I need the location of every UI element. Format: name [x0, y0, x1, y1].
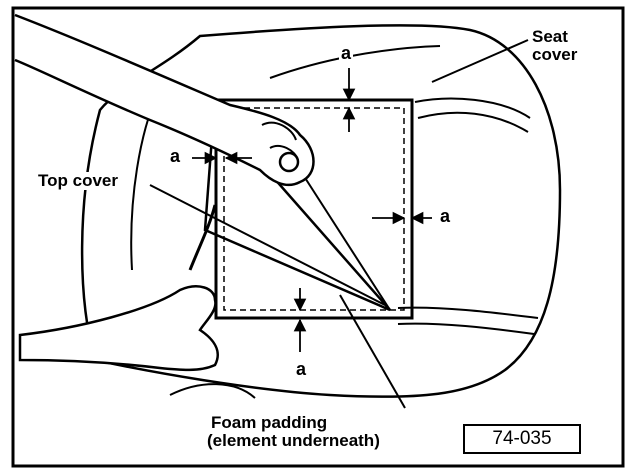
foam-padding-rect [214, 98, 414, 320]
top-cover-label: Top cover [36, 171, 120, 190]
foam-padding-label-line2: (element underneath) [207, 430, 380, 450]
seat-cover-roll-lower [397, 306, 539, 335]
figure-number-box: 74-035 [463, 424, 581, 454]
lower-hand-thumb [188, 204, 217, 271]
seat-cover-outline [80, 24, 562, 398]
leader-top-cover [149, 184, 386, 306]
seat-cover-label-line2: cover [532, 44, 578, 64]
lower-hand [18, 285, 219, 372]
upper-hand [14, 13, 315, 187]
foam-padding-label-line1: Foam padding [211, 413, 328, 432]
seat-cover-crease-top [269, 45, 441, 79]
top-cover-flap [203, 106, 391, 312]
foam-padding-dashed [223, 107, 405, 311]
dim-label-left: a [168, 146, 183, 166]
seat-cover-roll-upper [414, 97, 531, 133]
clip-ring [278, 151, 300, 173]
outer-border [11, 6, 625, 468]
seat-cover-label-line1: Seat [532, 27, 568, 46]
top-cover-edge [299, 169, 391, 311]
dim-label-bottom: a [294, 359, 309, 379]
leader-foam-padding [339, 294, 406, 409]
foam-padding-label: Foam padding (element underneath) [207, 414, 380, 450]
dim-label-top: a [339, 43, 354, 63]
figure-number: 74-035 [492, 428, 552, 449]
seat-cover-label: Seat cover [532, 28, 577, 64]
leader-seat-cover [431, 39, 529, 83]
seat-cover-bottom-fold [169, 383, 256, 399]
dim-label-right: a [438, 206, 453, 226]
